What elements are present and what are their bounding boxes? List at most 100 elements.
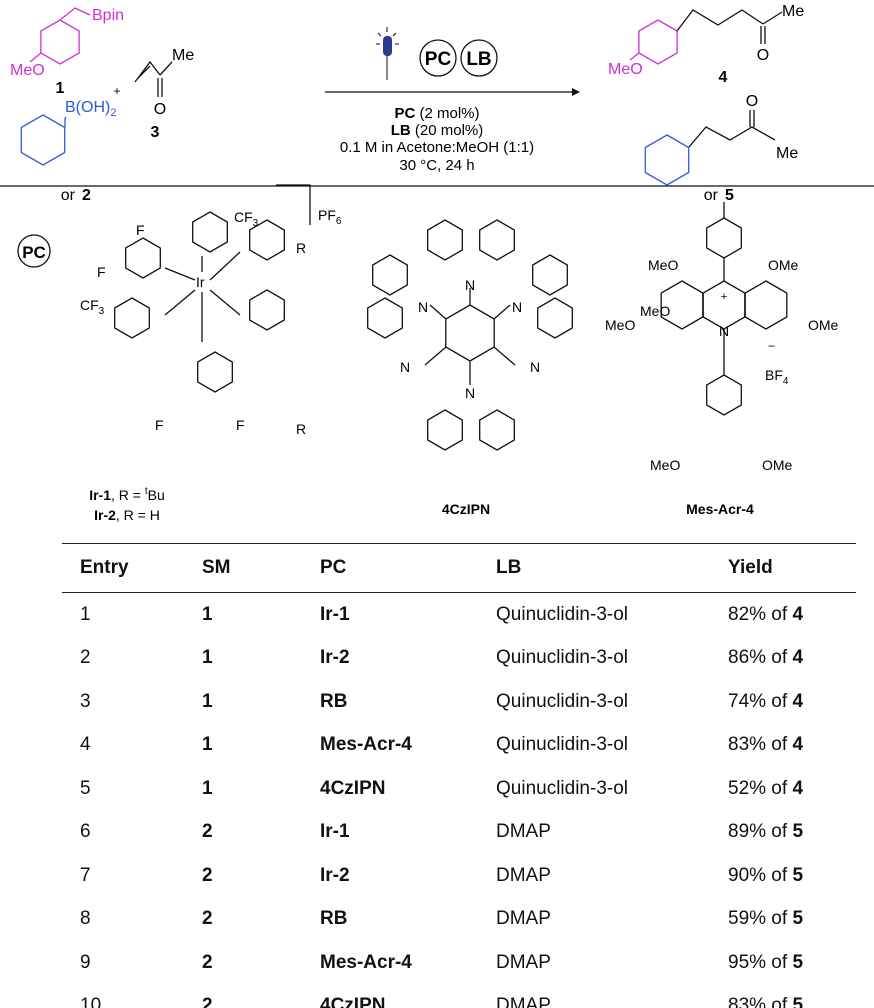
yield-value: 83% of [728, 995, 793, 1008]
svg-text:0.1 M in Acetone:MeOH (1:1): 0.1 M in Acetone:MeOH (1:1) [340, 139, 534, 156]
me-label: Me [782, 3, 804, 20]
lb-cell: Quinuclidin-3-ol [496, 603, 629, 625]
yield-cell: 74% of 4 [727, 680, 856, 724]
lb-cell: DMAP [496, 951, 551, 973]
svg-text:MeO: MeO [648, 257, 678, 273]
ring [427, 409, 463, 451]
entry-cell: 9 [80, 951, 91, 973]
ring [367, 297, 403, 339]
pc-cell: RB [320, 690, 348, 712]
svg-text:MeO: MeO [605, 317, 635, 333]
lb-cell: Quinuclidin-3-ol [496, 647, 629, 669]
svg-text:N: N [418, 299, 428, 315]
me-label: Me [172, 47, 194, 64]
svg-text:R: R [296, 421, 306, 437]
yield-product: 4 [792, 603, 804, 625]
entry-cell: 4 [80, 734, 91, 756]
yield-product: 4 [792, 734, 804, 756]
sm-cell: 1 [202, 647, 213, 669]
sm-cell: 2 [202, 951, 213, 973]
table-header-row: Entry SM PC LB Yield [62, 543, 856, 593]
svg-text:LB: LB [466, 49, 491, 70]
reactant-1-structure [29, 7, 91, 65]
sm-cell: 1 [202, 603, 213, 625]
ring [192, 211, 228, 253]
or-label: or [61, 187, 76, 204]
yield-value: 52% of [728, 777, 793, 799]
ring [660, 280, 704, 330]
yield-cell: 83% of 4 [727, 724, 856, 768]
ring [537, 297, 573, 339]
yield-cell: 52% of 4 [727, 767, 856, 811]
svg-text:N: N [400, 359, 410, 375]
svg-text:Ir: Ir [196, 274, 205, 290]
entry-cell: 3 [80, 690, 91, 712]
product-5-chain [688, 126, 776, 148]
svg-text:PC: PC [22, 243, 46, 262]
svg-text:Mes-Acr-4: Mes-Acr-4 [686, 501, 754, 517]
lb-cell: DMAP [496, 821, 551, 843]
meo-label: MeO [608, 61, 643, 78]
entry-cell: 8 [80, 908, 91, 930]
yield-cell: 95% of 5 [727, 941, 856, 985]
ring [372, 254, 408, 296]
entry-cell: 7 [80, 864, 91, 886]
iridium-complex-labels: Ir CF3 CF3 PF6 F F F F R R Ir-1, R = tBu… [80, 207, 342, 523]
pc-cell: Ir-2 [320, 647, 350, 669]
me-label: Me [776, 145, 798, 162]
svg-text:N: N [465, 385, 475, 401]
ring [479, 409, 515, 451]
yield-product: 4 [792, 777, 804, 799]
yield-cell: 59% of 5 [727, 898, 856, 942]
table-row: 7 2 Ir-2 DMAP 90% of 5 [62, 854, 856, 898]
photocatalyst-section-icon: PC [17, 234, 51, 268]
yield-cell: 83% of 5 [727, 985, 856, 1008]
meo-label: MeO [10, 62, 45, 79]
pc-cell: Mes-Acr-4 [320, 734, 412, 756]
lb-cell: DMAP [496, 864, 551, 886]
o-label: O [757, 47, 769, 64]
yield-value: 86% of [728, 647, 793, 669]
o-label: O [154, 101, 166, 118]
yield-product: 5 [792, 864, 804, 886]
svg-text:PF6: PF6 [318, 207, 342, 227]
ring [445, 304, 495, 362]
pc-cell: 4CzIPN [320, 777, 386, 799]
lewis-base-cycle-icon: LB [460, 39, 498, 77]
entry-cell: 5 [80, 777, 91, 799]
svg-text:N: N [719, 323, 729, 339]
svg-text:−: − [768, 339, 775, 353]
yield-product: 5 [792, 995, 804, 1008]
product-4-chain [676, 9, 764, 32]
entry-cell: 1 [80, 603, 91, 625]
lb-cell: DMAP [496, 995, 551, 1008]
yield-value: 59% of [728, 908, 793, 930]
compound-5-label: 5 [725, 187, 734, 204]
ring [427, 219, 463, 261]
ring [125, 237, 161, 279]
pc-cell: 4CzIPN [320, 995, 386, 1008]
lb-cell: Quinuclidin-3-ol [496, 734, 629, 756]
svg-text:PC (2 mol%): PC (2 mol%) [394, 105, 479, 122]
svg-text:F: F [97, 264, 106, 280]
yield-product: 4 [792, 690, 804, 712]
svg-text:Ir-1, R = tBu: Ir-1, R = tBu [89, 486, 165, 503]
svg-text:CF3: CF3 [80, 297, 105, 317]
pc-cell: Ir-2 [320, 864, 350, 886]
svg-text:OMe: OMe [762, 457, 793, 473]
yield-cell: 90% of 5 [727, 854, 856, 898]
svg-text:Ir-2, R = H: Ir-2, R = H [94, 507, 160, 523]
svg-text:PC: PC [425, 49, 452, 70]
lb-cell: Quinuclidin-3-ol [496, 690, 629, 712]
blue-led-icon [376, 27, 399, 80]
yield-value: 82% of [728, 603, 793, 625]
4czipn-labels: N N N N N N 4CzIPN [400, 277, 540, 517]
sm-cell: 2 [202, 864, 213, 886]
header-yield: Yield [728, 557, 773, 578]
compound-2-label: 2 [82, 187, 91, 204]
svg-text:N: N [465, 277, 475, 293]
